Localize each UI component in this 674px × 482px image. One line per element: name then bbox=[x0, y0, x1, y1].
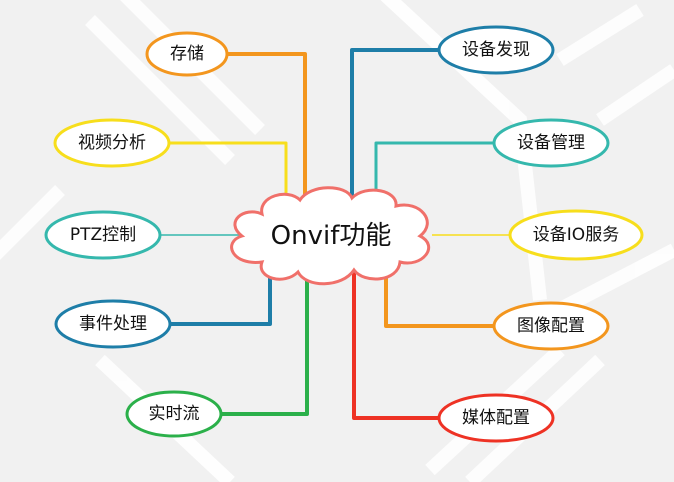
node-image-config: 图像配置 bbox=[492, 301, 610, 351]
node-storage: 存储 bbox=[145, 31, 229, 77]
node-storage-label: 存储 bbox=[170, 44, 204, 64]
node-device-io-service: 设备IO服务 bbox=[508, 209, 644, 261]
node-image-config-label: 图像配置 bbox=[517, 316, 585, 336]
node-media-config-label: 媒体配置 bbox=[462, 408, 530, 428]
node-realtime-stream: 实时流 bbox=[125, 390, 223, 438]
node-device-discovery-label: 设备发现 bbox=[462, 40, 530, 60]
node-device-discovery: 设备发现 bbox=[437, 25, 555, 75]
node-ptz-control-label: PTZ控制 bbox=[70, 225, 136, 245]
node-device-io-service-label: 设备IO服务 bbox=[533, 225, 619, 245]
connector-image-config bbox=[384, 262, 494, 328]
node-event-handling: 事件处理 bbox=[54, 299, 172, 349]
connector-device-discovery bbox=[350, 48, 438, 214]
connector-storage bbox=[228, 52, 307, 230]
connector-event-handling bbox=[170, 258, 272, 326]
center-label: Onvif功能 bbox=[271, 221, 392, 251]
cloud-shape bbox=[230, 186, 431, 286]
connector-realtime-stream bbox=[222, 268, 309, 416]
node-device-management: 设备管理 bbox=[492, 118, 610, 168]
node-video-analysis: 视频分析 bbox=[53, 118, 171, 168]
node-realtime-stream-label: 实时流 bbox=[149, 404, 200, 424]
node-device-management-label: 设备管理 bbox=[517, 133, 585, 153]
node-media-config: 媒体配置 bbox=[437, 393, 555, 443]
connector-media-config bbox=[352, 268, 440, 420]
node-event-handling-label: 事件处理 bbox=[79, 314, 147, 334]
node-video-analysis-label: 视频分析 bbox=[78, 133, 146, 153]
center-cloud: Onvif功能 bbox=[230, 186, 431, 286]
node-ptz-control: PTZ控制 bbox=[44, 210, 162, 260]
